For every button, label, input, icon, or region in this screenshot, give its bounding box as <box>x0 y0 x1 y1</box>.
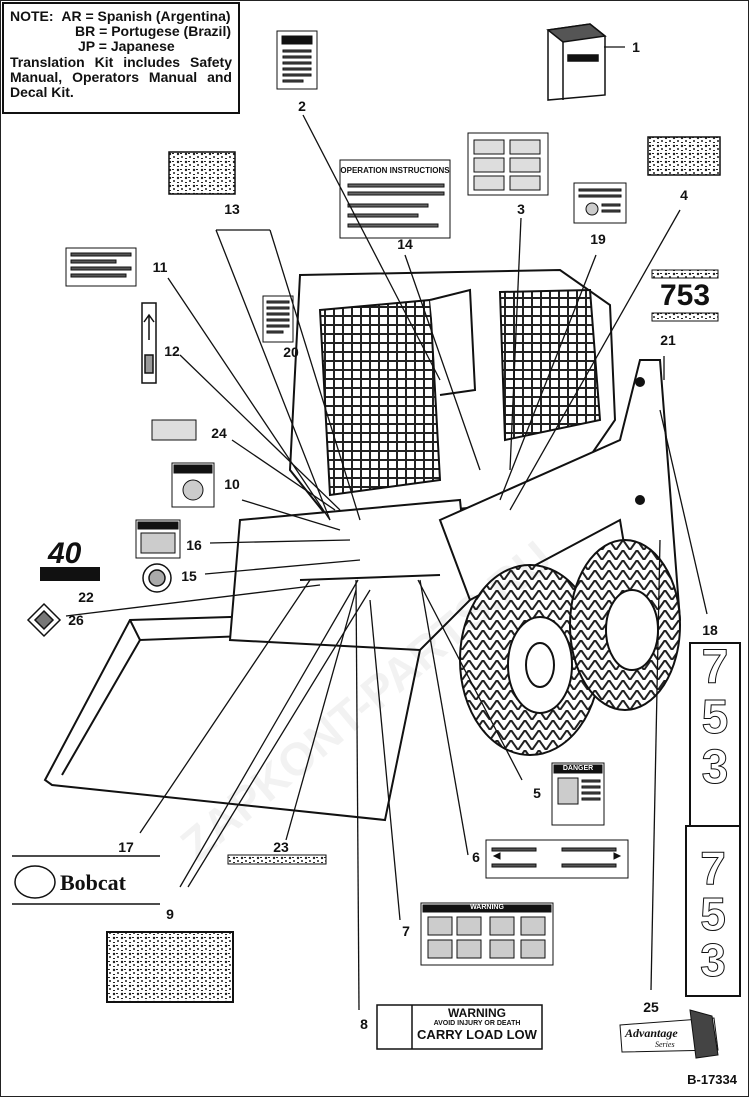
anniversary-number: 40 <box>47 537 82 570</box>
callout-24: 24 <box>211 425 227 441</box>
decal-14-operation-instructions <box>339 159 451 239</box>
cab-grill-right <box>498 288 602 442</box>
note-translation-text: Translation Kit includes Safety Manual, … <box>10 54 232 100</box>
callout-26: 26 <box>68 612 84 628</box>
model-digit-7: 7 <box>701 641 729 694</box>
model-digit-5b: 5 <box>700 888 727 940</box>
note-code-ar: AR <box>61 8 82 24</box>
decal-23-bar <box>227 854 327 865</box>
callout-16: 16 <box>186 537 202 553</box>
carry-avoid-label: AVOID INJURY OR DEATH <box>433 1020 521 1027</box>
model-753-label: 753 <box>659 279 711 312</box>
series-label: Series <box>655 1040 675 1049</box>
model-digit-5: 5 <box>701 691 729 744</box>
callout-23: 23 <box>273 839 289 855</box>
callout-11: 11 <box>152 259 168 275</box>
callout-10: 10 <box>224 476 240 492</box>
note-lang-jp: Japanese <box>110 38 175 54</box>
callout-2: 2 <box>298 98 306 114</box>
decal-2-manual-sheet <box>276 30 318 90</box>
note-lang-br: Portugese (Brazil) <box>111 23 232 39</box>
decal-16-warning <box>135 519 181 559</box>
operation-instructions-label: OPERATION INSTRUCTIONS <box>340 166 450 175</box>
carry-warning-label: WARNING <box>448 1006 506 1020</box>
note-code-jp: JP <box>78 38 95 54</box>
decal-753-model-tag <box>651 269 719 322</box>
figure-reference: B-17334 <box>687 1072 737 1087</box>
decal-753-vertical-a <box>689 642 741 834</box>
callout-4: 4 <box>680 187 688 203</box>
decal-24-small <box>151 419 197 441</box>
callout-12: 12 <box>164 343 180 359</box>
translation-note: NOTE: AR = Spanish (Argentina) BR = Port… <box>2 2 240 114</box>
callout-15: 15 <box>181 568 197 584</box>
model-digit-7b: 7 <box>700 842 727 894</box>
decal-17-brand <box>12 855 160 905</box>
skid-steer-loader <box>43 268 682 822</box>
callout-1: 1 <box>632 39 640 55</box>
callout-3: 3 <box>517 201 525 217</box>
callout-7: 7 <box>402 923 410 939</box>
decal-7-warning-panel <box>420 902 554 966</box>
decal-1-kit-box <box>546 23 607 101</box>
callout-25: 25 <box>643 999 659 1015</box>
leader-lines <box>65 46 708 1011</box>
callout-19: 19 <box>590 231 606 247</box>
decal-9-speckle-large <box>106 931 234 1003</box>
decal-22-anniversary-logo: 40 <box>40 537 100 581</box>
decal-753-vertical-b <box>685 825 741 997</box>
decal-5-danger <box>551 762 605 826</box>
callout-5: 5 <box>533 785 541 801</box>
model-digit-3b: 3 <box>700 934 727 986</box>
advantage-label: Advantage <box>625 1026 678 1040</box>
callout-20: 20 <box>283 344 299 360</box>
callout-21: 21 <box>660 332 676 348</box>
decal-12-strip <box>141 302 157 384</box>
decal-8-carry-load-low <box>376 1004 543 1050</box>
callout-17: 17 <box>118 839 134 855</box>
decal-20-tall-label <box>262 295 294 343</box>
decal-3-pictogram-card <box>467 132 549 196</box>
callout-13: 13 <box>224 201 240 217</box>
callout-22: 22 <box>78 589 94 605</box>
cab-grill-left <box>318 298 442 497</box>
brand-label: Bobcat <box>60 870 126 895</box>
loader-body <box>228 498 472 652</box>
note-eq: = <box>99 23 108 39</box>
decal-13-speckle <box>168 151 236 195</box>
decal-10-danger <box>171 462 215 508</box>
callout-18: 18 <box>702 622 718 638</box>
decal-rated-capacity <box>65 247 137 287</box>
note-eq: = <box>85 8 94 24</box>
decal-6-instruction <box>485 839 629 879</box>
callout-9: 9 <box>166 906 174 922</box>
callout-8: 8 <box>360 1016 368 1032</box>
warning-panel-label: WARNING <box>470 904 504 911</box>
decal-15-seal <box>142 563 172 593</box>
note-lang-ar: Spanish (Argentina) <box>97 8 231 24</box>
carry-load-low-label: CARRY LOAD LOW <box>417 1027 537 1042</box>
note-label: NOTE: <box>10 8 54 24</box>
model-digit-3: 3 <box>701 741 729 794</box>
danger-label: DANGER <box>562 765 594 772</box>
decal-25-advantage-series <box>619 1009 719 1059</box>
decal-19-chart <box>573 182 627 224</box>
decal-26-diamond <box>26 602 62 638</box>
callout-6: 6 <box>472 849 480 865</box>
note-eq: = <box>98 38 107 54</box>
callout-14: 14 <box>397 236 413 252</box>
decal-4-speckle <box>647 136 721 176</box>
note-code-br: BR <box>75 23 96 39</box>
